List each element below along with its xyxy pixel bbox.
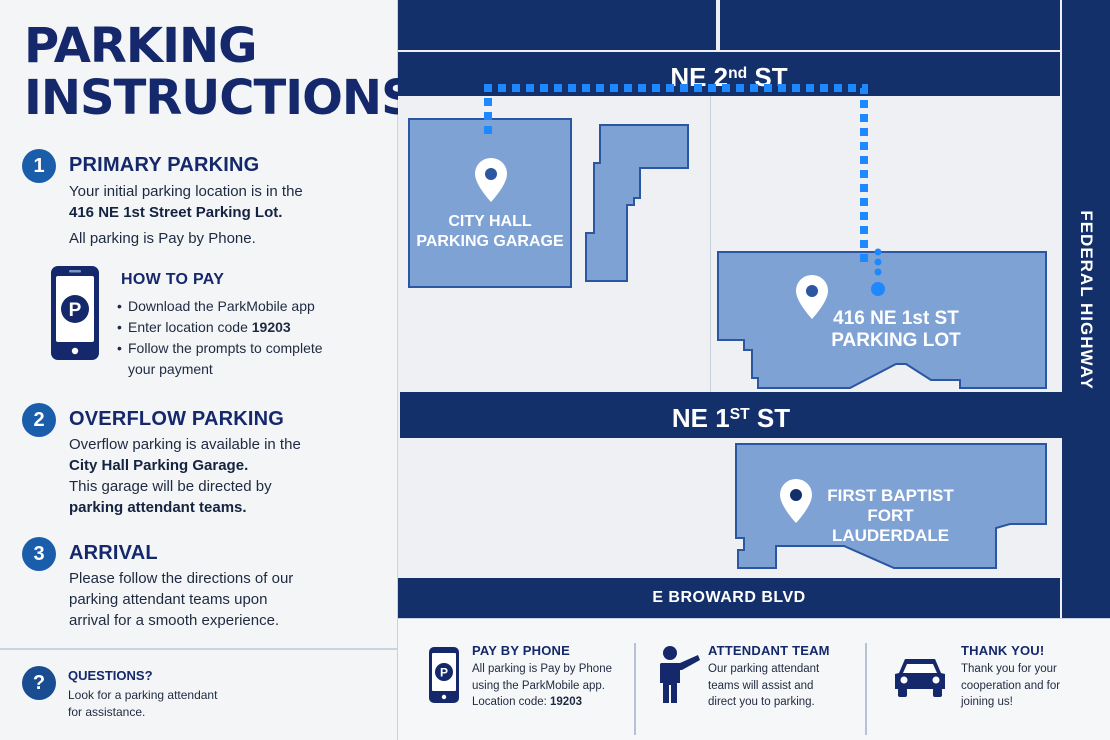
location-code: 19203 (550, 696, 582, 708)
location-code: 19203 (251, 319, 291, 335)
thank-you-heading: THANK YOU! (961, 643, 1045, 658)
parking-lot-label: 416 NE 1st ST PARKING LOT (831, 308, 961, 351)
attendant-team-heading: ATTENDANT TEAM (708, 643, 830, 658)
list-item: Enter location code 19203 (116, 317, 356, 338)
parking-lot-pin-icon (796, 275, 828, 319)
footer-divider (865, 643, 867, 735)
road-e-broward-blvd: E BROWARD BLVD (398, 578, 1060, 618)
road-label-e-broward-blvd: E BROWARD BLVD (652, 589, 806, 606)
instructions-panel: PARKING INSTRUCTIONS 1 PRIMARY PARKING Y… (0, 0, 416, 740)
first-baptist-label: FIRST BAPTIST FORT LAUDERDALE (827, 486, 954, 545)
step-2-badge: 2 (22, 403, 56, 437)
questions-heading: QUESTIONS? (68, 668, 153, 683)
page-title: PARKING INSTRUCTIONS (24, 18, 416, 126)
map-block-dark (720, 0, 1060, 50)
footer-divider (634, 643, 636, 735)
map-block-dark (398, 0, 716, 50)
divider (0, 648, 397, 650)
route-end-dot (871, 282, 885, 296)
parking-map: NE 2nd ST FEDERAL HIGHWAY NE 1ST ST E BR… (398, 0, 1110, 740)
city-hall-parking-garage[interactable] (408, 118, 572, 288)
question-icon: ? (22, 666, 56, 700)
svg-text:P: P (440, 666, 448, 680)
how-to-pay-list: Download the ParkMobile app Enter locati… (116, 296, 356, 380)
city-hall-pin-icon (475, 158, 507, 202)
svg-text:P: P (69, 300, 82, 321)
primary-line-3: All parking is Pay by Phone. (69, 230, 256, 247)
road-label-ne-1st-st: NE 1ST ST (671, 402, 791, 433)
attendant-icon (660, 646, 700, 703)
step-1-badge: 1 (22, 149, 56, 183)
phone-parking-icon: P (51, 266, 99, 360)
questions-text: Look for a parking attendant for assista… (68, 688, 218, 719)
step-3-badge: 3 (22, 537, 56, 571)
first-baptist-pin-icon (780, 479, 812, 523)
primary-parking-heading: PRIMARY PARKING (69, 154, 260, 176)
road-ne-1st-st: NE 1ST ST (400, 392, 1062, 438)
building-block (585, 124, 689, 282)
arrival-text: Please follow the directions of our park… (69, 570, 294, 629)
primary-parking-text: Your initial parking location is in the … (69, 181, 369, 249)
pay-by-phone-text: All parking is Pay by Phone using the Pa… (472, 663, 612, 708)
primary-line-2: 416 NE 1st Street Parking Lot. (69, 204, 283, 221)
route-path (484, 84, 885, 296)
first-baptist-fort-lauderdale[interactable] (734, 442, 1050, 572)
primary-line-1: Your initial parking location is in the (69, 183, 303, 200)
thank-you-text: Thank you for your cooperation and for j… (961, 663, 1061, 708)
map-divider (710, 96, 711, 392)
city-hall-label: CITY HALL PARKING GARAGE (416, 213, 564, 250)
overflow-parking-text: Overflow parking is available in the Cit… (69, 436, 301, 516)
pay-by-phone-heading: PAY BY PHONE (472, 643, 571, 658)
title-line-1: PARKING (24, 18, 258, 74)
attendant-team-text: Our parking attendant teams will assist … (708, 663, 820, 708)
car-icon (895, 659, 945, 697)
title-line-2: INSTRUCTIONS (24, 70, 416, 126)
arrival-heading: ARRIVAL (69, 542, 158, 564)
phone-icon: P (429, 647, 459, 703)
how-to-pay-heading: HOW TO PAY (121, 271, 225, 288)
footer-info-bar: P PAY BY PHONE All parking is Pay by Pho… (398, 618, 1110, 740)
list-item: Download the ParkMobile app (116, 296, 356, 317)
road-federal-highway (1062, 0, 1110, 618)
overflow-parking-heading: OVERFLOW PARKING (69, 408, 285, 430)
